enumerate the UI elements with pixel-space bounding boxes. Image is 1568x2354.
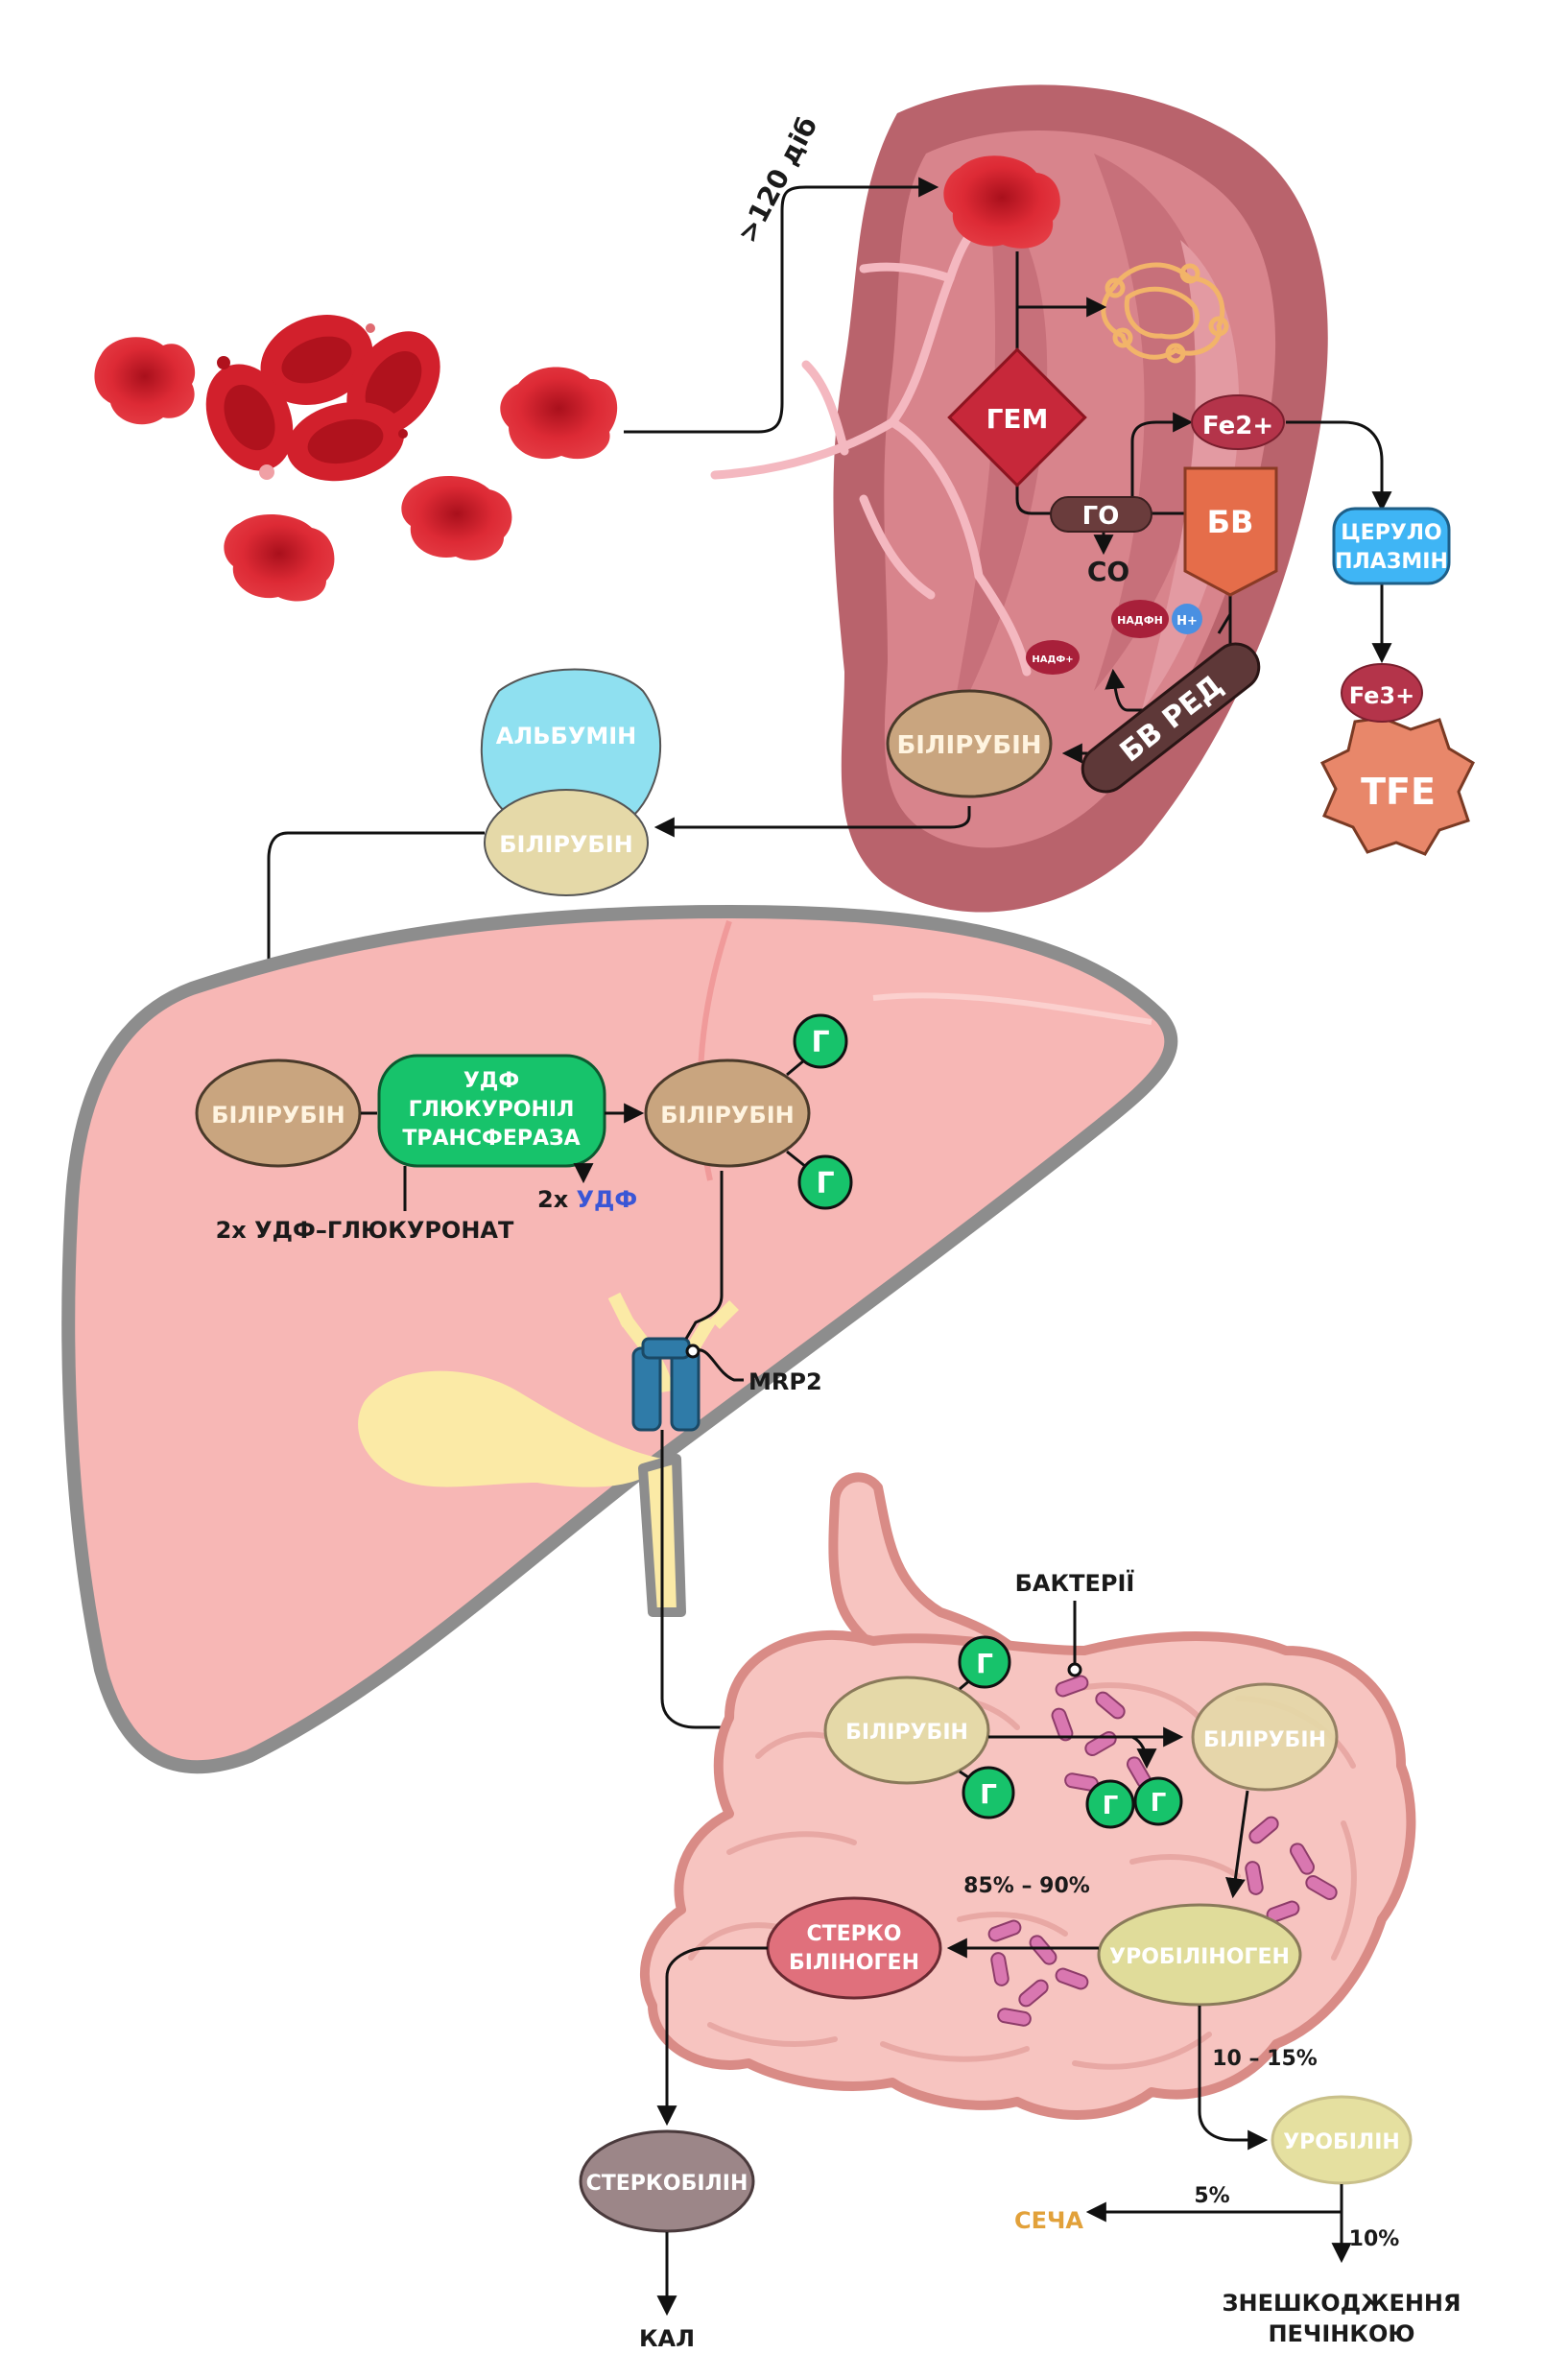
glucuronide-marker: Г bbox=[1133, 1776, 1183, 1826]
svg-text:БІЛІРУБІН: БІЛІРУБІН bbox=[211, 1102, 345, 1129]
liver-detox-label: ПЕЧІНКОЮ bbox=[1268, 2320, 1414, 2347]
svg-text:УДФ: УДФ bbox=[463, 1069, 519, 1093]
glucuronide-marker: Г bbox=[797, 1154, 853, 1210]
stercobilinogen-node: СТЕРКО БІЛІНОГЕН bbox=[766, 1896, 942, 2000]
co-label: CO bbox=[1087, 556, 1129, 587]
svg-text:БІЛІРУБІН: БІЛІРУБІН bbox=[660, 1102, 795, 1129]
mrp2-transporter bbox=[631, 1337, 701, 1432]
svg-text:УРОБІЛІН: УРОБІЛІН bbox=[1283, 2130, 1400, 2154]
svg-text:УРОБІЛІНОГЕН: УРОБІЛІНОГЕН bbox=[1109, 1945, 1290, 1969]
biliverdin-node: БВ bbox=[1183, 466, 1278, 597]
svg-text:БІЛІРУБІН: БІЛІРУБІН bbox=[1203, 1728, 1326, 1752]
svg-text:Г: Г bbox=[980, 1778, 997, 1810]
bilirubin-liver-node: БІЛІРУБІН bbox=[195, 1058, 362, 1168]
feces-label: КАЛ bbox=[639, 2325, 695, 2352]
svg-text:Г: Г bbox=[816, 1167, 834, 1201]
svg-text:Г: Г bbox=[976, 1648, 993, 1679]
svg-text:НАДФ+: НАДФ+ bbox=[1032, 654, 1073, 665]
mrp2-label: MRP2 bbox=[748, 1368, 822, 1395]
udp-byproduct-label: 2x УДФ bbox=[537, 1186, 637, 1213]
transferrin-node: TFE bbox=[1319, 716, 1475, 856]
urobilinogen-node: УРОБІЛІНОГЕН bbox=[1097, 1903, 1302, 2007]
svg-text:TFE: TFE bbox=[1361, 771, 1436, 813]
percent-10-label: 10% bbox=[1349, 2227, 1400, 2251]
udp-glucuronate-label: 2x УДФ–ГЛЮКУРОНАТ bbox=[216, 1217, 514, 1244]
glucuronide-marker: Г bbox=[962, 1766, 1015, 1819]
heme-oxygenase-node: ГО bbox=[1050, 496, 1152, 533]
percent-10-15-label: 10 – 15% bbox=[1212, 2047, 1318, 2071]
svg-text:H+: H+ bbox=[1176, 614, 1198, 629]
percent-85-90-label: 85% – 90% bbox=[963, 1874, 1090, 1898]
red-blood-cells bbox=[94, 314, 618, 602]
svg-text:ПЛАЗМІН: ПЛАЗМІН bbox=[1335, 550, 1448, 574]
bacteria-label: БАКТЕРІЇ bbox=[1015, 1569, 1135, 1597]
svg-text:БІЛІНОГЕН: БІЛІНОГЕН bbox=[789, 1951, 919, 1975]
albumin-protein: АЛЬБУМІН bbox=[480, 668, 662, 831]
svg-text:БІЛІРУБІН: БІЛІРУБІН bbox=[499, 831, 633, 858]
svg-text:СТЕРКО: СТЕРКО bbox=[807, 1922, 902, 1946]
svg-text:ЦЕРУЛО: ЦЕРУЛО bbox=[1341, 521, 1442, 545]
glucuronide-marker: Г bbox=[1085, 1779, 1135, 1829]
nadph-molecule: НАДФН bbox=[1111, 600, 1169, 638]
bacteria-icon bbox=[987, 1675, 1338, 2027]
svg-text:НАДФН: НАДФН bbox=[1117, 614, 1163, 627]
urine-label: СЕЧА bbox=[1014, 2207, 1083, 2234]
bilirubin-intestine-conjugated-node: БІЛІРУБІН bbox=[823, 1676, 990, 1785]
bilirubin-intestine-free-node: БІЛІРУБІН bbox=[1191, 1682, 1339, 1792]
svg-text:ГЕМ: ГЕМ bbox=[986, 403, 1049, 435]
svg-text:БІЛІРУБІН: БІЛІРУБІН bbox=[845, 1721, 968, 1745]
heme-node: ГЕМ bbox=[947, 347, 1087, 487]
svg-text:Г: Г bbox=[1103, 1792, 1119, 1820]
urobilin-node: УРОБІЛІН bbox=[1271, 2095, 1413, 2185]
fe2-ion: Fe2+ bbox=[1191, 394, 1285, 450]
globin-protein-icon bbox=[1101, 262, 1229, 364]
svg-text:ТРАНСФЕРАЗА: ТРАНСФЕРАЗА bbox=[402, 1127, 580, 1151]
svg-text:Fe3+: Fe3+ bbox=[1349, 682, 1415, 709]
bilirubin-spleen-node: БІЛІРУБІН bbox=[886, 689, 1053, 798]
svg-text:ГЛЮКУРОНІЛ: ГЛЮКУРОНІЛ bbox=[409, 1098, 575, 1122]
svg-text:Fe2+: Fe2+ bbox=[1202, 412, 1273, 440]
liver-detox-label: ЗНЕШКОДЖЕННЯ bbox=[1223, 2290, 1461, 2317]
days-label: >120 діб bbox=[731, 111, 823, 248]
glucuronide-marker: Г bbox=[958, 1635, 1011, 1689]
aged-red-blood-cell bbox=[943, 155, 1060, 249]
fe3-ion: Fe3+ bbox=[1341, 663, 1423, 723]
nadp-molecule: НАДФ+ bbox=[1026, 640, 1080, 675]
svg-text:БВ: БВ bbox=[1207, 504, 1254, 540]
bilirubin-conjugated-node: БІЛІРУБІН bbox=[644, 1058, 811, 1168]
svg-text:АЛЬБУМІН: АЛЬБУМІН bbox=[496, 723, 637, 749]
percent-5-label: 5% bbox=[1194, 2184, 1229, 2208]
svg-text:Г: Г bbox=[811, 1026, 829, 1059]
glucuronide-marker: Г bbox=[793, 1013, 848, 1069]
bilirubin-albumin-node: БІЛІРУБІН bbox=[484, 789, 649, 896]
svg-text:Г: Г bbox=[1151, 1789, 1167, 1818]
svg-text:БІЛІРУБІН: БІЛІРУБІН bbox=[896, 731, 1041, 760]
h-plus-ion: H+ bbox=[1172, 604, 1202, 634]
svg-text:СТЕРКОБІЛІН: СТЕРКОБІЛІН bbox=[586, 2172, 748, 2196]
stercobilin-node: СТЕРКОБІЛІН bbox=[579, 2129, 755, 2233]
svg-text:ГО: ГО bbox=[1082, 502, 1120, 531]
ugt-enzyme-node: УДФ ГЛЮКУРОНІЛ ТРАНСФЕРАЗА bbox=[377, 1054, 606, 1168]
ceruloplasmin-node: ЦЕРУЛО ПЛАЗМІН bbox=[1332, 507, 1451, 585]
